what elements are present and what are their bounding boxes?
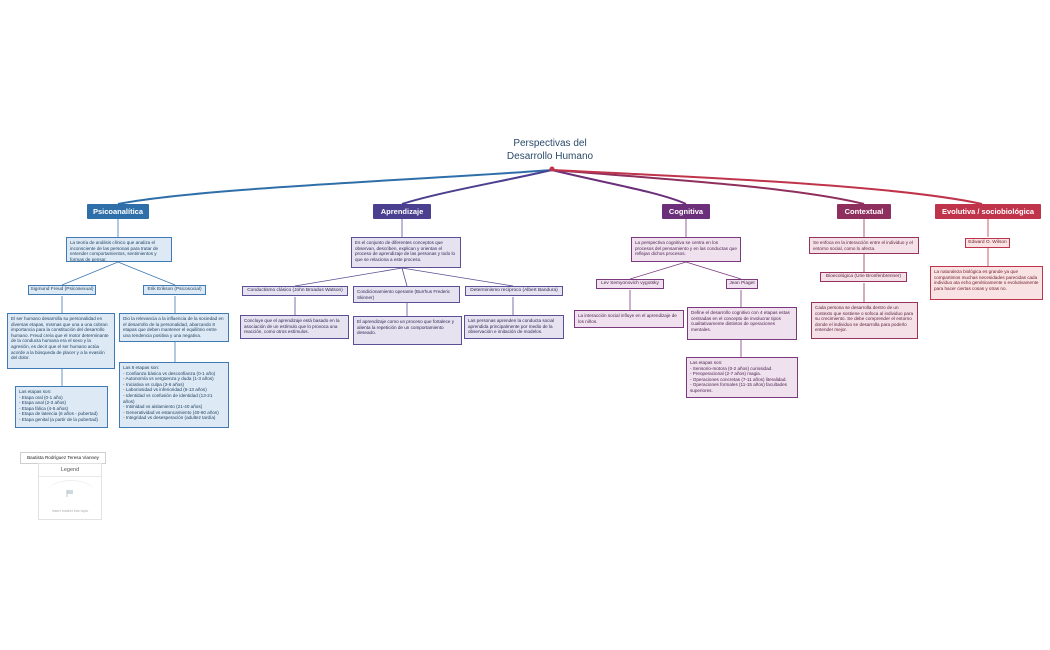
category-contextual[interactable]: Contextual [837, 204, 891, 219]
skinner-description[interactable]: El aprendizaje como un proceso que forta… [353, 316, 462, 345]
category-cognitiva[interactable]: Cognitiva [662, 204, 710, 219]
bronfenbrenner-topic[interactable]: Bioecológica (Urie Bronfenbrenner) [820, 272, 907, 282]
piaget-stages[interactable]: Las etapas son: - Sensorio-motora (0-2 a… [686, 357, 798, 398]
erikson-description[interactable]: Dio la relevancia a la influencia de la … [119, 313, 229, 342]
erikson-stage-item: - Confianza básica vs desconfianza (0-1 … [123, 370, 216, 376]
category-evolutiva[interactable]: Evolutiva / sociobiológica [935, 204, 1041, 219]
freud-description[interactable]: El ser humano desarrolla su personalidad… [7, 313, 115, 369]
freud-stage-item: - Etapa genital (a partir de la pubertad… [19, 416, 98, 422]
erikson-stage-item: - Identidad vs confusión de identidad (1… [123, 392, 213, 404]
watson-topic[interactable]: Conductismo clásico (John Broadus Watson… [242, 286, 348, 296]
cogn-description[interactable]: La perspectiva cognitiva se centra en lo… [631, 237, 741, 262]
erikson-stage-item: - Autonomía vs vergüenza y duda (1-3 año… [123, 376, 214, 382]
piaget-description[interactable]: Define el desarrollo cognitivo con 4 eta… [687, 307, 797, 340]
erikson-stage-item: - Integridad vs desesperación (adultez t… [123, 415, 216, 421]
wilson-topic[interactable]: Edward O. Wilson [965, 238, 1010, 248]
erikson-stages[interactable]: Las 8 etapas son: - Confianza básica vs … [119, 362, 229, 428]
wilson-description[interactable]: La naturaleza biológica es grande ya que… [930, 266, 1043, 300]
watson-description[interactable]: Concluye que el aprendizaje está basado … [240, 315, 349, 339]
aprend-description[interactable]: Es el conjunto de diferentes conceptos q… [351, 237, 461, 268]
erikson-stage-item: - Laboriosidad vs inferioridad (6-13 año… [123, 387, 207, 393]
erikson-topic[interactable]: Erik Erikson (Psicosocial) [143, 285, 206, 295]
piaget-stages-title: Las etapas son: [690, 360, 723, 365]
legend-empty-text: Insert marker into topic [51, 509, 89, 513]
skinner-topic[interactable]: Condicionamiento operante (Burrhus Frede… [353, 286, 460, 303]
central-topic-line-1: Perspectivas del [513, 138, 587, 149]
psico-description[interactable]: La teoría de análisis clínico que analiz… [66, 237, 172, 262]
freud-stages[interactable]: Las etapas son: - Etapa oral (0-1 año) -… [15, 386, 108, 428]
vygotsky-topic[interactable]: Lev Semyonovich vygotsky [596, 279, 664, 289]
flag-icon [66, 490, 73, 497]
legend-decoration [47, 480, 95, 505]
context-description[interactable]: Se enfoca en la interacción entre el ind… [809, 237, 919, 254]
central-topic-line-2: Desarrollo Humano [506, 151, 594, 162]
category-aprendizaje[interactable]: Aprendizaje [373, 204, 431, 219]
freud-stage-item: - Etapa fálica (4-5 años) [19, 405, 69, 411]
erikson-stage-item: - Iniciativa vs culpa (3-6 años) [123, 381, 185, 387]
category-psicoanalitica[interactable]: Psicoanalítica [87, 204, 149, 219]
piaget-topic[interactable]: Jean Piaget [726, 279, 758, 289]
freud-stages-title: Las etapas son: [19, 389, 52, 394]
piaget-stage-item: - Operaciones formales (11-15 años) facu… [690, 382, 787, 393]
freud-stage-item: - Etapa de latencia (6 años - pubertad) [19, 411, 98, 417]
vygotsky-description[interactable]: La interacción social influye en el apre… [574, 310, 684, 328]
central-topic[interactable]: Perspectivas del Desarrollo Humano [480, 137, 620, 163]
bandura-description[interactable]: Las personas aprenden la conducta social… [464, 315, 564, 339]
piaget-stage-item: - Preoperacional (2-7 años) magia. [690, 371, 761, 377]
freud-stage-item: - Etapa anal (2-3 años) [19, 400, 66, 406]
freud-stage-item: - Etapa oral (0-1 año) [19, 394, 63, 400]
piaget-stage-item: - Sensorio-motora (0-2 años) curiosidad. [690, 365, 773, 371]
legend-panel[interactable]: Legend Insert marker into topic [38, 463, 102, 520]
piaget-stage-item: - Operaciones concretas (7-11 años) lite… [690, 376, 787, 382]
bandura-topic[interactable]: Determinismo recíproco (Albert Bandura) [465, 286, 563, 296]
erikson-stage-item: - Intimidad vs aislamiento (21-40 años) [123, 404, 203, 410]
legend-title: Legend [39, 464, 101, 477]
erikson-stages-title: Las 8 etapas son: [123, 365, 160, 370]
freud-topic[interactable]: Sigmund Freud (Psicosexual) [28, 285, 96, 295]
erikson-stage-item: - Generatividad vs estancamiento (40-60 … [123, 409, 219, 415]
bronfenbrenner-description[interactable]: Cada persona se desarrolla dentro de un … [811, 302, 918, 339]
